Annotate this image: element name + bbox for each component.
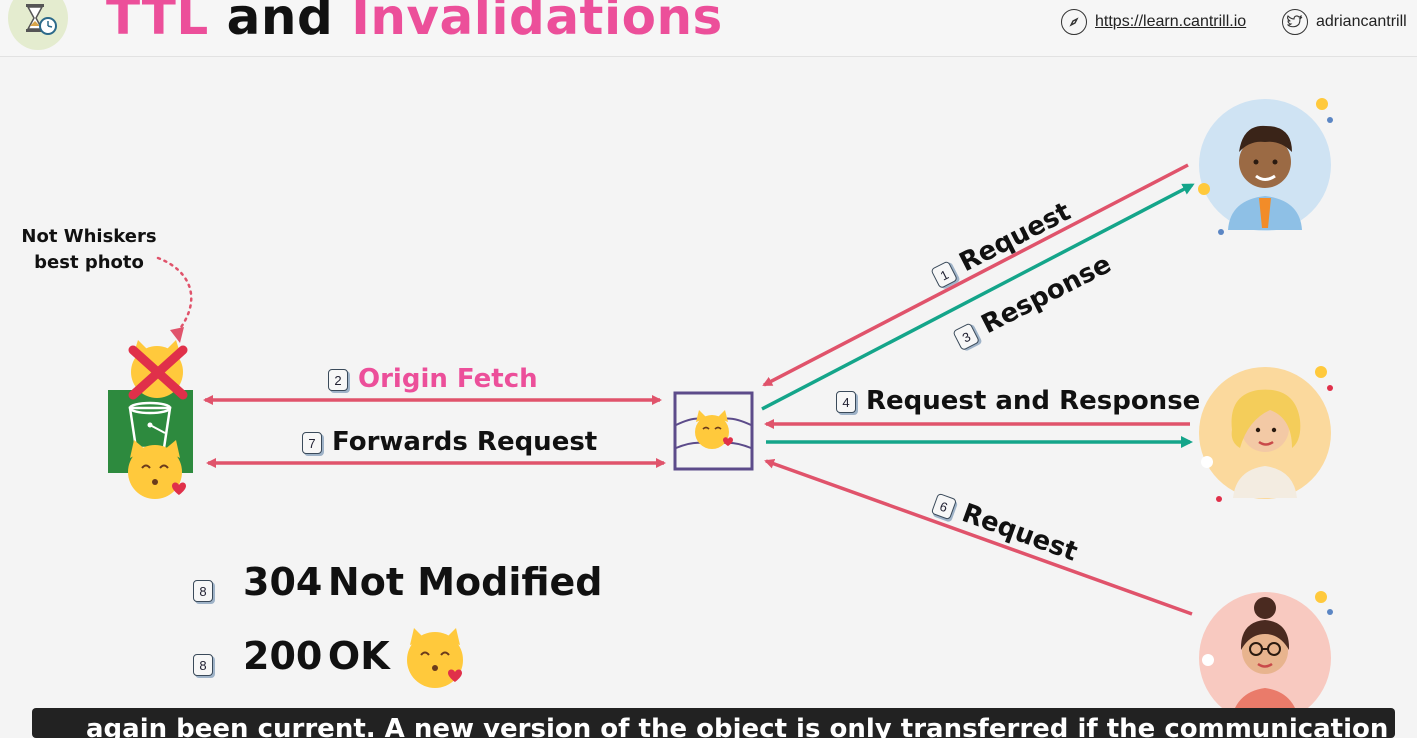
new-cat-photo-icon — [128, 440, 186, 499]
result-200: 8 200 OK — [193, 634, 390, 678]
origin-fetch-label: 2 Origin Fetch — [328, 364, 538, 394]
website-url[interactable]: https://learn.cantrill.io — [1095, 13, 1247, 30]
forwards-request-text: Forwards Request — [332, 427, 598, 457]
step-8-badge-a: 8 — [193, 579, 213, 602]
step-2-badge: 2 — [328, 368, 348, 391]
twitter-link[interactable]: adriancantrill — [1282, 8, 1407, 36]
user-avatar-blonde-woman — [1199, 366, 1333, 502]
old-cat-photo-icon — [128, 340, 188, 400]
page-title: TTL and Invalidations — [106, 0, 723, 46]
twitter-icon — [1282, 9, 1308, 35]
status-text-not-modified: Not Modified — [327, 560, 603, 604]
website-link[interactable]: https://learn.cantrill.io — [1061, 8, 1246, 36]
title-ttl: TTL — [106, 0, 209, 46]
cached-cat-icon — [695, 410, 733, 449]
forwards-request-label: 7 Forwards Request — [302, 427, 597, 457]
subtitle-caption-bar: again been current. A new version of the… — [32, 708, 1395, 738]
compass-icon — [1061, 9, 1087, 35]
note-line-1: Not Whiskers — [21, 226, 157, 247]
user-avatar-man — [1198, 98, 1333, 235]
step-7-badge: 7 — [302, 431, 322, 454]
hourglass-logo-icon — [8, 0, 68, 50]
twitter-handle[interactable]: adriancantrill — [1316, 13, 1407, 30]
result-304: 8 304 Not Modified — [193, 560, 603, 604]
step-4-badge: 4 — [836, 390, 856, 413]
result-cat-icon — [407, 628, 463, 688]
response-3-arrow — [761, 183, 1195, 411]
status-code-304: 304 — [243, 560, 323, 604]
origin-fetch-text: Origin Fetch — [358, 364, 538, 394]
request-6-arrow — [764, 458, 1193, 616]
header-bar: TTL and Invalidations https://learn.cant… — [0, 0, 1417, 57]
step-8-badge-b: 8 — [193, 653, 213, 676]
user-avatar-woman-glasses — [1199, 591, 1333, 726]
request-1-arrow — [762, 163, 1189, 387]
title-and: and — [226, 0, 334, 46]
note-pointer-arrow — [156, 256, 193, 337]
status-text-ok: OK — [327, 634, 390, 678]
annotation-note: Not Whiskers best photo — [20, 224, 158, 276]
status-code-200: 200 — [243, 634, 323, 678]
note-line-2: best photo — [34, 252, 144, 273]
request-and-response-text: Request and Response — [866, 386, 1201, 416]
title-invalidations: Invalidations — [351, 0, 723, 46]
request-and-response-label: 4 Request and Response — [836, 386, 1200, 416]
subtitle-caption-text: again been current. A new version of the… — [86, 714, 1389, 738]
